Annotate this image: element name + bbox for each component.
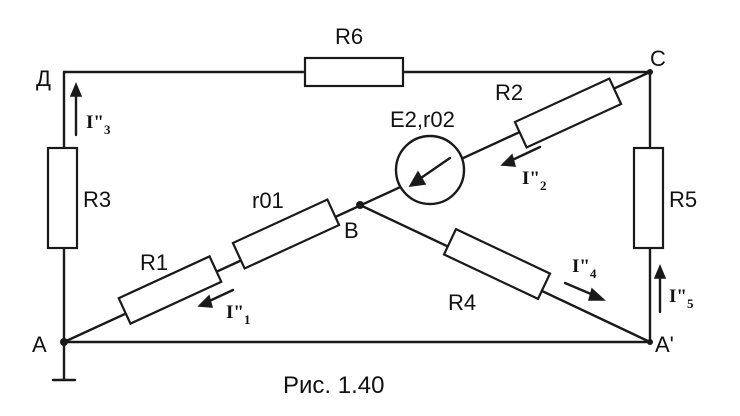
node-label-b: B: [344, 218, 359, 243]
node-label-c: C: [650, 46, 666, 71]
label-source-e2: E2,r02: [390, 107, 455, 132]
label-r6: R6: [335, 24, 363, 49]
resistor-r01: [231, 198, 341, 270]
label-r01: r01: [252, 188, 284, 213]
node-label-a-prime: A': [655, 332, 674, 357]
label-r4: R4: [448, 290, 476, 315]
current-label-i4: I"4: [572, 256, 597, 281]
voltage-source-e2: [394, 134, 466, 206]
label-r3: R3: [83, 187, 111, 212]
current-label-i1: I"1: [226, 302, 250, 327]
current-arrows: [69, 82, 667, 314]
node-dot-a: [60, 338, 68, 346]
resistor-r1: [117, 254, 223, 326]
current-label-i2: I"2: [522, 168, 546, 193]
arrow-i3-icon: [69, 82, 83, 97]
current-label-i5: I"5: [669, 286, 694, 311]
node-label-a: A: [32, 332, 47, 357]
resistor-r3: [46, 146, 79, 250]
node-dot-b: [356, 201, 364, 209]
arrow-i5-icon: [653, 264, 667, 279]
label-r1: R1: [140, 250, 168, 275]
resistor-r4: [442, 227, 552, 301]
current-label-i3: I"3: [86, 112, 111, 137]
resistor-r6: [303, 56, 405, 88]
arrow-i4-icon: [588, 287, 606, 301]
label-r5: R5: [669, 187, 697, 212]
resistor-r2: [513, 77, 623, 149]
node-dot-aprime: [647, 339, 653, 345]
arrow-i1-icon: [197, 294, 214, 308]
figure-caption: Рис. 1.40: [283, 372, 384, 399]
node-label-d: Д: [36, 66, 51, 91]
node-dot-c: [647, 69, 653, 75]
arrow-i2-icon: [500, 153, 517, 167]
resistor-r5: [632, 146, 665, 250]
label-r2: R2: [495, 80, 523, 105]
source-arrow-icon: [408, 170, 427, 187]
